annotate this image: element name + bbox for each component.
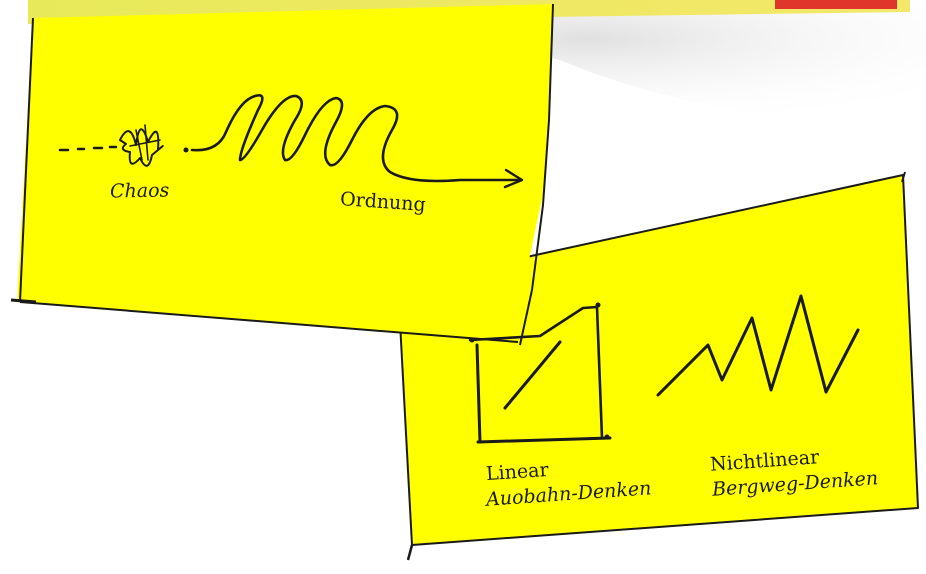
label-chaos: Chaos — [109, 179, 170, 203]
top-shadow — [250, 0, 926, 130]
label-linear: Linear — [485, 458, 550, 486]
chaos-to-order-doodle — [58, 94, 524, 189]
red-tab — [775, 0, 897, 9]
sticky-note-2 — [397, 171, 919, 561]
sticky-note-1 — [10, 3, 554, 346]
linear-box-drawing — [468, 302, 612, 444]
nonlinear-zigzag-drawing — [656, 294, 860, 397]
